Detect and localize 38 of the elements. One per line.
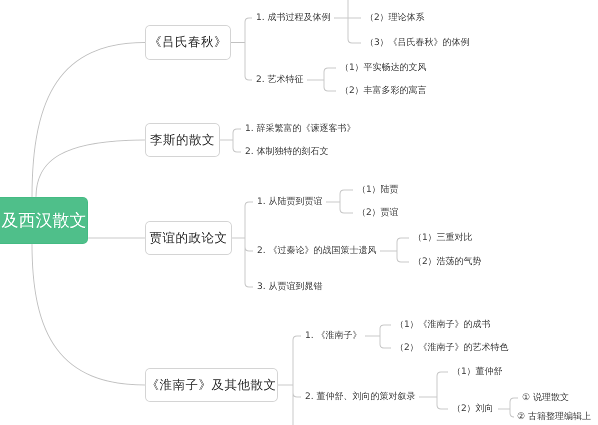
connector-line xyxy=(418,396,448,410)
topic-box: 贾谊的政论文 xyxy=(145,221,232,255)
subtopic-label: （2）丰富多彩的寓言 xyxy=(336,85,431,97)
connector-line xyxy=(380,250,410,262)
central-topic-box: 及西汉散文 xyxy=(0,197,88,244)
connector-line xyxy=(306,80,336,92)
connector-line xyxy=(32,244,146,386)
subtopic-label: （1）陆贾 xyxy=(353,184,403,196)
subtopic-label: （2）浩荡的气势 xyxy=(409,256,486,268)
subtopic-label: （1）三重对比 xyxy=(409,232,477,244)
subtopic-label: （1）平实畅达的文风 xyxy=(336,62,431,74)
subtopic-label: （2）贾谊 xyxy=(353,207,403,219)
connector-line xyxy=(36,140,146,198)
connector-line xyxy=(364,336,392,348)
connector-line xyxy=(326,202,354,214)
subtopic-label: 2. 艺术特征 xyxy=(252,74,308,86)
subtopic-label: 2. 《过秦论》的战国策士遗风 xyxy=(253,245,380,257)
subtopic-label: （1）《淮南子》的成书 xyxy=(391,319,495,331)
subtopic-label: 2. 体制独特的刻石文 xyxy=(241,146,332,158)
topic-box: 李斯的散文 xyxy=(145,123,220,157)
connector-line xyxy=(230,42,252,80)
subtopic-label: （2）刘向 xyxy=(448,403,498,415)
subtopic-label: （2）《淮南子》的艺术特色 xyxy=(391,342,513,354)
connector-line xyxy=(498,408,514,418)
subtopic-label: （1）董仲舒 xyxy=(448,366,507,378)
topic-box: 《吕氏春秋》 xyxy=(145,25,231,60)
subtopic-label: 3. 从贾谊到晁错 xyxy=(253,281,326,293)
connector-line xyxy=(32,42,146,198)
subtopic-label: 1. 从陆贾到贾谊 xyxy=(253,196,326,208)
subtopic-label: 1. 成书过程及体例 xyxy=(252,12,334,24)
subtopic-label: （2）理论体系 xyxy=(361,12,429,24)
subtopic-label: 2. 董仲舒、刘向的策对叙录 xyxy=(301,391,420,403)
subtopic-label: （3）《吕氏春秋》的体例 xyxy=(361,37,474,49)
subtopic-label: ① 说理散文 xyxy=(518,392,573,404)
subtopic-label: ② 古籍整理编辑上 xyxy=(513,411,595,423)
topic-box: 《淮南子》及其他散文 xyxy=(145,368,278,402)
subtopic-label: 1. 辞采繁富的《谏逐客书》 xyxy=(241,123,360,135)
subtopic-label: 1. 《淮南子》 xyxy=(301,330,366,342)
